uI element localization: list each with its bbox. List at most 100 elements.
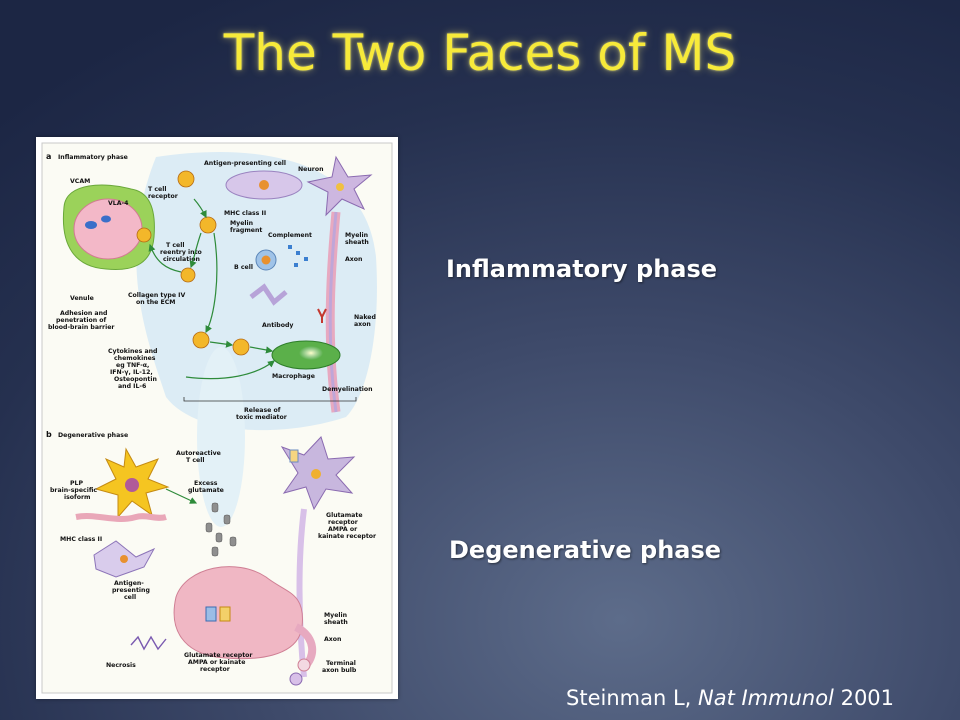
label-macrophage: Macrophage	[272, 373, 315, 380]
label-b-myelin-1: Myelin	[324, 612, 347, 619]
plp-ribbon	[75, 513, 167, 522]
label-venule: Venule	[70, 295, 94, 302]
terminal-bulb	[289, 672, 303, 686]
glutamate	[223, 514, 231, 525]
neuron-b-nucleus	[311, 469, 321, 479]
label-demyelination: Demyelination	[322, 386, 373, 393]
label-tcell-receptor-2: receptor	[148, 193, 179, 200]
degenerative-phase-label: Degenerative phase	[449, 536, 722, 564]
label-neuron: Neuron	[298, 166, 324, 173]
necrosis-zigzag	[130, 635, 167, 651]
glutamate	[205, 522, 213, 533]
macrophage-glow	[299, 346, 323, 360]
small-neuron	[249, 283, 288, 306]
glutamate-molecules	[205, 502, 237, 557]
label-b-apc-1: Antigen-	[114, 580, 144, 587]
label-antibody: Antibody	[262, 322, 293, 329]
b-cell-nucleus	[261, 255, 271, 265]
label-cyto-3: eg TNF-α,	[116, 362, 149, 369]
slide-title: The Two Faces of MS	[223, 24, 737, 82]
receptor-right	[219, 606, 231, 622]
label-release-2: toxic mediator	[236, 414, 288, 421]
label-complement: Complement	[268, 232, 312, 239]
label-glur2-1: Glutamate receptor	[184, 652, 253, 659]
autoreactive-nucleus	[125, 478, 139, 492]
glow-column	[197, 347, 245, 527]
arrow	[249, 346, 274, 354]
label-myelin-frag-2: fragment	[230, 227, 262, 234]
label-reentry-3: circulation	[163, 256, 200, 263]
label-cyto-6: and IL-6	[118, 383, 146, 390]
label-collagen-2: on the ECM	[136, 299, 175, 306]
label-adhesion-3: blood-brain barrier	[48, 324, 115, 331]
label-excess-2: glutamate	[188, 487, 224, 494]
inflammatory-phase-label: Inflammatory phase	[446, 255, 718, 283]
label-mhc2: MHC class II	[224, 210, 266, 217]
arrow	[148, 243, 182, 273]
arrow	[189, 232, 202, 269]
t-cell	[199, 216, 217, 234]
excess-arrow	[165, 488, 198, 504]
label-glur-2: receptor	[328, 519, 359, 526]
apc-nucleus	[259, 180, 269, 190]
t-cell	[192, 331, 210, 349]
label-cyto-5: Osteopontin	[114, 376, 157, 383]
label-adhesion-2: penetration of	[56, 317, 107, 324]
panel-b-title: Degenerative phase	[58, 432, 128, 439]
complement-molecule	[288, 245, 292, 249]
label-reentry-2: reentry into	[160, 249, 202, 256]
label-plp-3: isoform	[64, 494, 91, 501]
label-necrosis: Necrosis	[106, 662, 136, 669]
label-adhesion-1: Adhesion and	[60, 310, 107, 317]
label-tcell-receptor-1: T cell	[148, 186, 166, 193]
t-cell	[177, 170, 195, 188]
complement-molecule	[304, 257, 308, 261]
label-myelin-frag-1: Myelin	[230, 220, 253, 227]
vcam-cell	[85, 221, 97, 229]
label-glur-4: kainate receptor	[318, 533, 377, 540]
arrow	[205, 232, 218, 334]
label-plp-1: PLP	[70, 480, 83, 487]
axon-b-node	[297, 658, 311, 672]
label-collagen-1: Collagen type IV	[128, 292, 185, 299]
panel-a-title: Inflammatory phase	[58, 154, 128, 161]
label-reentry-1: T cell	[166, 242, 184, 249]
label-axon: Axon	[345, 256, 362, 263]
citation-year: 2001	[833, 686, 895, 710]
label-autoreactive-1: Autoreactive	[176, 450, 221, 457]
label-glur2-3: receptor	[200, 666, 231, 673]
label-cyto-2: chemokines	[114, 355, 156, 362]
receptor-left	[205, 606, 217, 622]
label-bcell: B cell	[234, 264, 253, 271]
apc-b-nucleus	[120, 555, 128, 563]
panel-b-letter: b	[46, 430, 52, 439]
label-glur2-2: AMPA or kainate	[188, 659, 245, 666]
citation: Steinman L, Nat Immunol 2001	[566, 686, 894, 710]
label-cyto-4: IFN-γ, IL-12,	[110, 369, 153, 376]
arrow	[185, 360, 275, 380]
glutamate	[215, 532, 223, 543]
t-cell	[232, 338, 250, 356]
glutamate	[211, 502, 219, 513]
t-cells	[136, 170, 250, 356]
label-myelin-sheath-2: sheath	[345, 239, 369, 246]
panel-a-arrows	[148, 198, 275, 380]
citation-journal: Nat Immunol	[698, 686, 834, 710]
axon-core	[328, 211, 338, 413]
label-naked-2: axon	[354, 321, 371, 328]
t-cell	[136, 227, 152, 243]
label-naked-1: Naked	[354, 314, 376, 321]
axon-b-shape	[296, 508, 307, 678]
label-cyto-1: Cytokines and	[108, 348, 157, 355]
panel-a-letter: a	[46, 152, 51, 161]
arrow	[209, 340, 234, 348]
label-vcam: VCAM	[70, 178, 90, 185]
label-glur-1: Glutamate	[326, 512, 363, 519]
citation-author: Steinman L,	[566, 686, 698, 710]
release-bracket	[183, 397, 357, 402]
neuron-nucleus	[336, 183, 344, 191]
label-glur-3: AMPA or	[328, 526, 358, 533]
label-b-apc-3: cell	[124, 594, 136, 601]
antibody-shape	[317, 308, 327, 323]
